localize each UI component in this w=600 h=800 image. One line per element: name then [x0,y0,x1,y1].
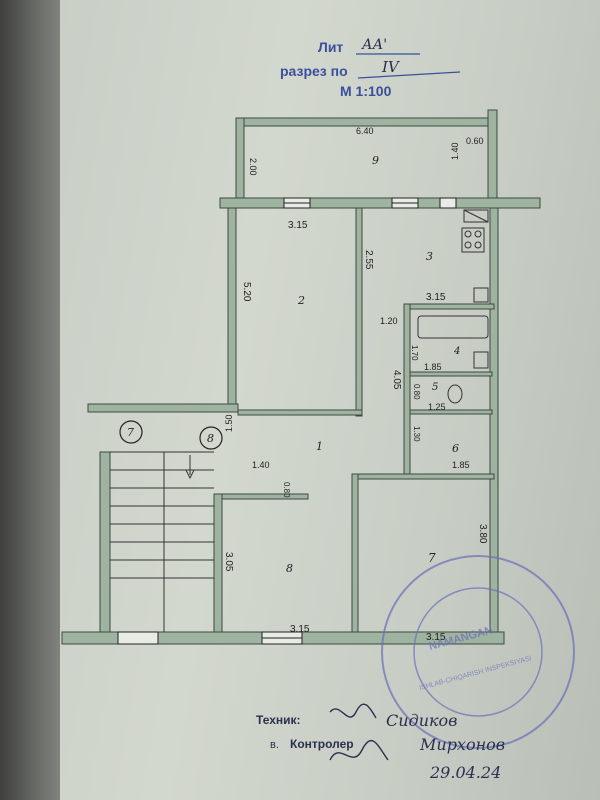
scale-label: M 1:100 [340,83,392,99]
stair-arrowhead [185,469,195,480]
controller-signature [329,739,389,761]
dim-room5-height: 0.80 [412,384,421,400]
signature-block: Техник: Сидиков в. Контролер Мирхонов 29… [256,703,505,782]
dimension-labels: 6.40 0.60 2.00 1.40 3.15 5.20 2.55 3.15 … [223,126,488,643]
burner [474,241,482,249]
balcony-left-wall [235,117,245,199]
axis-7-label: 7 [127,426,134,439]
room2-left-wall [227,207,237,411]
axis-7-circle [119,420,143,444]
walls [61,109,541,645]
hall-bottom-wall [221,493,309,500]
folded-paper-edge [0,0,70,800]
dim-top-width: 6.40 [356,126,374,136]
room-number-4: 4 [453,346,460,357]
axis-8-circle [199,426,223,450]
dim-hall-width: 1.40 [252,460,270,470]
dim-room6-width: 1.85 [452,460,470,470]
burner [464,230,472,238]
fixtures [417,209,489,404]
windows [117,197,457,645]
dim-room3-width: 3.15 [426,292,446,303]
controller-label: Контролер [290,737,354,751]
room-number-1: 1 [316,440,323,453]
axis-markers: 7 8 [119,420,223,450]
dim-room3-height: 2.55 [363,250,374,270]
dim-hall-small: 0.80 [282,482,291,498]
stair-left-wall [99,451,111,633]
section-label: разрез по [280,63,348,79]
exterior-top-wall [219,197,541,209]
balcony-door [439,197,457,209]
dim-room4-height: 1.70 [410,345,419,361]
door-swing-line [463,209,489,223]
dim-right-small: 0.60 [466,136,484,146]
right-exterior-wall [489,207,499,639]
controller-name: Мирхонов [419,735,505,754]
room2-room3-partition [355,207,363,417]
signature-date: 29.04.24 [429,763,501,782]
dim-room4-left: 1.20 [380,316,398,326]
room2-bottom-wall [237,409,363,416]
room-number-7: 7 [428,551,436,565]
dim-room4-width: 1.85 [424,362,442,372]
dim-col-height: 4.05 [391,370,402,390]
dim-room2-width: 3.15 [288,220,308,231]
bathtub-icon [417,315,489,339]
controller-prefix: в. [270,739,279,751]
stair-top-wall [87,403,239,413]
dim-room6-height: 1.30 [412,426,421,442]
burner [464,241,472,249]
wet-core-left-wall [403,303,411,477]
washbasin-icon [473,351,489,369]
room-number-2: 2 [297,294,305,307]
technician-label: Техник: [256,713,301,727]
window-stair [117,631,159,645]
plan-header: Лит АА' разрез по IV M 1:100 [280,37,461,99]
axis-8-label: 8 [207,432,214,445]
technician-signature [329,703,377,719]
sink-icon [473,287,489,303]
balcony-door-swing [463,209,489,223]
dim-room5-width: 1.25 [428,402,446,412]
room-number-8: 8 [286,562,293,575]
room7-left-wall [351,473,359,641]
section-value: IV [381,58,401,76]
dim-hall-height: 1.50 [224,414,234,432]
room-numbers: 9 2 3 4 5 6 1 7 8 [286,154,460,575]
toilet-icon [447,384,463,404]
room8-left-wall [213,493,223,635]
room-number-3: 3 [426,250,433,263]
dim-room7-width: 3.15 [426,632,446,643]
dim-room2-height: 5.20 [241,282,252,302]
technician-name: Сидиков [386,711,458,730]
room-number-5: 5 [432,382,438,393]
stamp-inner-ring [413,587,543,717]
lit-label: Лит [318,39,343,55]
stove-icon [461,227,485,253]
paper-sheet [60,0,600,800]
lit-value: АА' [361,37,387,53]
balcony-right-wall [487,109,498,201]
section-underline [357,71,461,79]
room3-bottom-wall [403,303,495,310]
dim-room7-height: 3.80 [477,524,488,544]
stamp-text: ISHLAB-CHIQARISH INSPEKSIYASI [419,655,533,692]
room-number-6: 6 [452,442,459,455]
balcony-top-wall [235,117,493,127]
staircase [110,451,214,632]
room6-bottom-wall [355,473,495,480]
dim-room8-height: 3.05 [223,552,234,572]
room-number-9: 9 [372,154,379,167]
dim-room8-width: 3.15 [290,624,310,635]
room5-bottom-wall [409,409,493,415]
burner [474,230,482,238]
room4-bottom-wall [409,371,493,377]
dim-right-depth: 1.40 [450,142,460,160]
stamp-outer-ring [381,555,575,749]
dim-left-small: 2.00 [248,158,258,176]
